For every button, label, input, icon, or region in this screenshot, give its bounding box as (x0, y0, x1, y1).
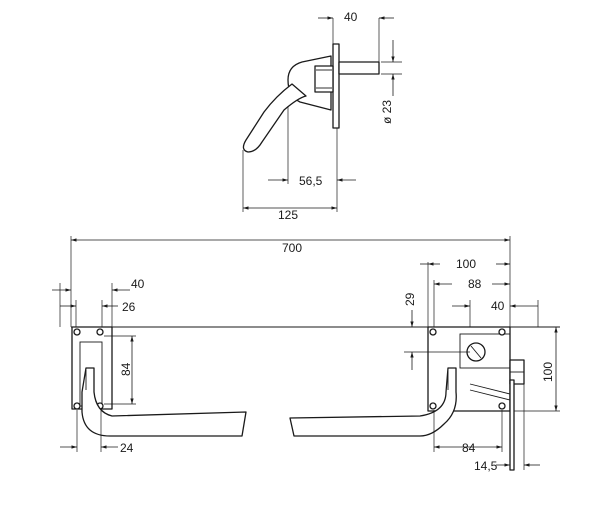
side-mounting-plate (332, 43, 340, 129)
right-screw-bottom-left (429, 402, 437, 410)
dim-right-edge-40: 40 (491, 299, 505, 313)
dim-side-offset: 56,5 (299, 174, 323, 188)
left-screw-top-right (96, 328, 104, 336)
dim-right-width-88: 88 (468, 277, 482, 291)
dim-right-bottom-84: 84 (462, 441, 476, 455)
dim-side-length: 125 (278, 208, 298, 222)
dim-right-height: 100 (541, 362, 555, 382)
side-view: 40 ø 23 56,5 125 (242, 10, 402, 222)
left-handle (81, 367, 247, 437)
right-screw-top-left (429, 328, 437, 336)
dim-right-width-100: 100 (456, 257, 476, 271)
right-bracket-plate (427, 326, 511, 412)
right-screw-bottom-right (498, 402, 506, 410)
side-hub-block (314, 65, 334, 93)
left-screw-top-left (73, 328, 81, 336)
dim-left-height: 84 (119, 362, 133, 376)
dim-left-edge-26: 26 (122, 300, 136, 314)
side-lever-arm (242, 83, 307, 153)
dim-overall-width: 700 (282, 241, 302, 255)
dim-side-diameter: ø 23 (380, 100, 394, 124)
right-bracket-housing (459, 333, 511, 369)
front-view: 700 40 26 84 24 (52, 236, 560, 473)
side-shaft (338, 61, 380, 75)
dim-left-edge-40: 40 (131, 277, 145, 291)
dim-left-bottom: 24 (120, 441, 134, 455)
left-screw-bottom-left (73, 402, 81, 410)
dim-right-offset: 29 (403, 292, 417, 306)
right-strike-plate (509, 379, 515, 471)
right-screw-top-right (498, 328, 506, 336)
dim-side-depth: 40 (344, 10, 358, 24)
dim-right-bottom-14-5: 14,5 (474, 459, 498, 473)
right-handle (289, 367, 457, 437)
